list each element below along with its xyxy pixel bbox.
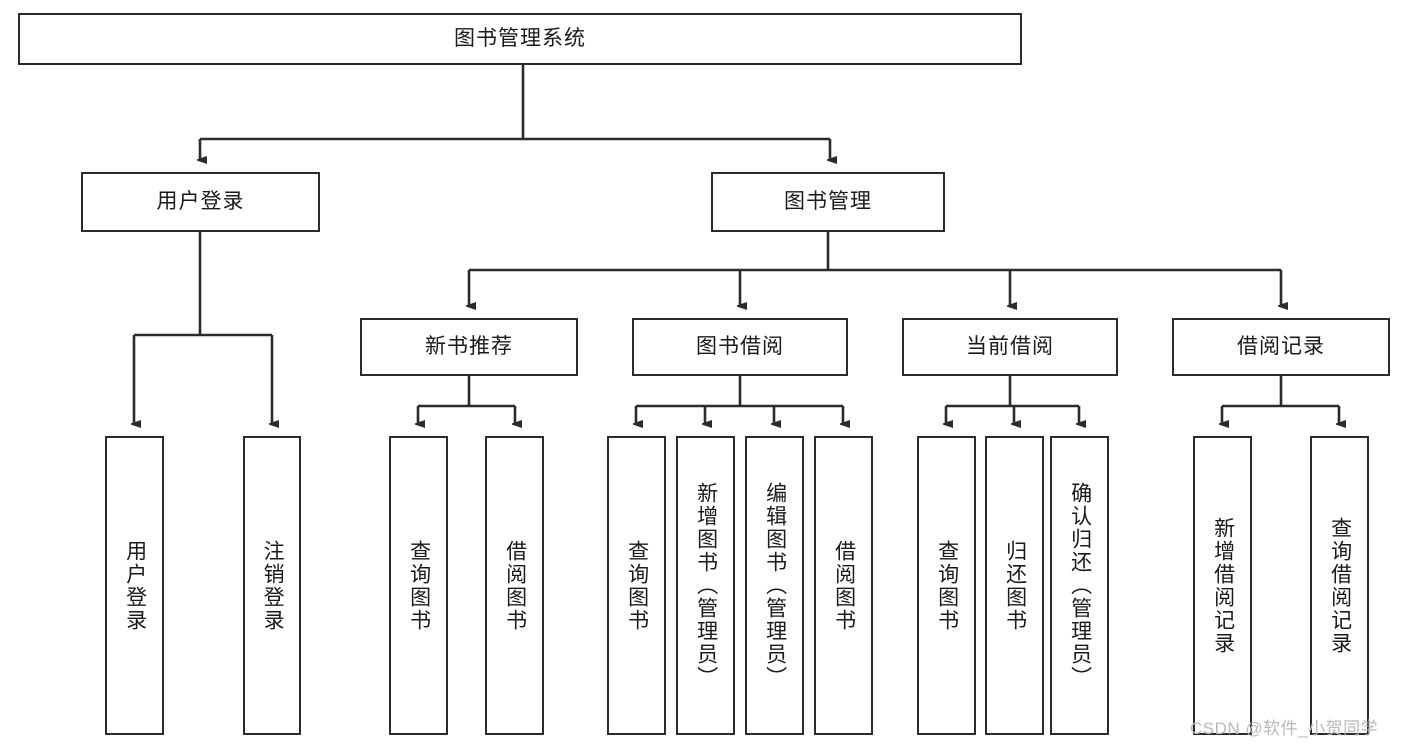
leaf-borrow-book-label: 借阅图书 bbox=[832, 539, 856, 632]
node-book-management-label: 图书管理 bbox=[784, 190, 872, 214]
node-borrow-record[interactable]: 借阅记录 bbox=[1172, 318, 1390, 376]
node-root-system[interactable]: 图书管理系统 bbox=[18, 13, 1022, 65]
node-borrow-record-label: 借阅记录 bbox=[1237, 335, 1325, 359]
leaf-edit-book-admin[interactable]: 编辑图书（管理员） bbox=[745, 436, 804, 735]
node-book-borrow[interactable]: 图书借阅 bbox=[632, 318, 848, 376]
leaf-query-borrow-record[interactable]: 查询借阅记录 bbox=[1310, 436, 1369, 735]
leaf-query-book-borrow[interactable]: 查询图书 bbox=[607, 436, 666, 735]
leaf-borrow-book-newbook[interactable]: 借阅图书 bbox=[485, 436, 544, 735]
node-root-system-label: 图书管理系统 bbox=[454, 27, 586, 51]
leaf-confirm-return-admin-label: 确认归还（管理员） bbox=[1068, 482, 1092, 689]
leaf-query-book-current-label: 查询图书 bbox=[935, 539, 959, 632]
leaf-borrow-book[interactable]: 借阅图书 bbox=[814, 436, 873, 735]
leaf-query-book-borrow-label: 查询图书 bbox=[625, 539, 649, 632]
node-new-book-recommend-label: 新书推荐 bbox=[425, 335, 513, 359]
leaf-edit-book-admin-label: 编辑图书（管理员） bbox=[763, 482, 787, 689]
leaf-query-book-newbook-label: 查询图书 bbox=[407, 539, 431, 632]
leaf-add-book-admin-label: 新增图书（管理员） bbox=[694, 482, 718, 689]
node-book-management[interactable]: 图书管理 bbox=[711, 172, 945, 232]
leaf-confirm-return-admin[interactable]: 确认归还（管理员） bbox=[1050, 436, 1109, 735]
leaf-add-book-admin[interactable]: 新增图书（管理员） bbox=[676, 436, 735, 735]
node-user-login[interactable]: 用户登录 bbox=[81, 172, 320, 232]
csdn-watermark: CSDN @软件_小贺同学 bbox=[1190, 719, 1379, 738]
node-current-borrow[interactable]: 当前借阅 bbox=[902, 318, 1118, 376]
node-current-borrow-label: 当前借阅 bbox=[966, 335, 1054, 359]
leaf-borrow-book-newbook-label: 借阅图书 bbox=[503, 539, 527, 632]
node-book-borrow-label: 图书借阅 bbox=[696, 335, 784, 359]
node-user-login-label: 用户登录 bbox=[156, 190, 245, 214]
leaf-query-book-newbook[interactable]: 查询图书 bbox=[389, 436, 448, 735]
leaf-return-book[interactable]: 归还图书 bbox=[985, 436, 1044, 735]
leaf-user-login-label: 用户登录 bbox=[123, 539, 147, 632]
leaf-logout[interactable]: 注销登录 bbox=[243, 436, 301, 735]
leaf-query-book-current[interactable]: 查询图书 bbox=[917, 436, 976, 735]
leaf-query-borrow-record-label: 查询借阅记录 bbox=[1328, 516, 1352, 655]
leaf-return-book-label: 归还图书 bbox=[1003, 539, 1027, 632]
node-new-book-recommend[interactable]: 新书推荐 bbox=[360, 318, 578, 376]
leaf-logout-label: 注销登录 bbox=[261, 539, 285, 632]
leaf-add-borrow-record[interactable]: 新增借阅记录 bbox=[1193, 436, 1252, 735]
leaf-user-login[interactable]: 用户登录 bbox=[105, 436, 164, 735]
leaf-add-borrow-record-label: 新增借阅记录 bbox=[1211, 516, 1235, 655]
